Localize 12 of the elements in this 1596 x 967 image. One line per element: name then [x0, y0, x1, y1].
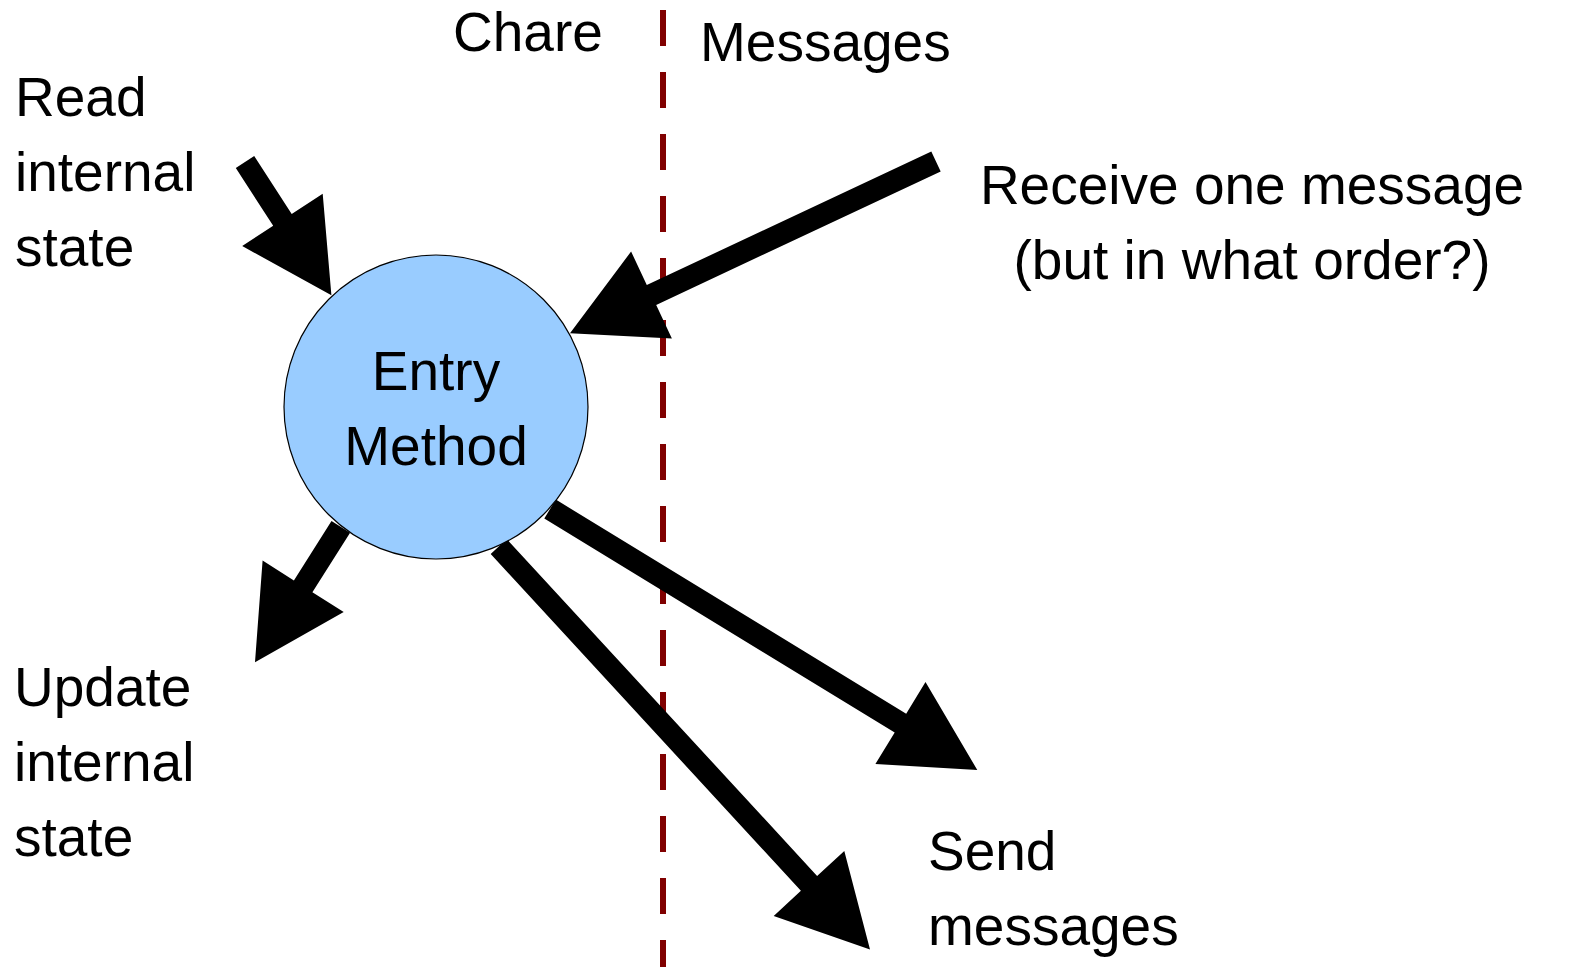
arrow — [570, 151, 941, 339]
arrow — [255, 520, 351, 663]
step-text: Update internal state — [14, 655, 196, 870]
arrow — [490, 539, 870, 950]
arrow — [544, 499, 978, 770]
region-label: Chare — [453, 2, 603, 62]
region-label: Messages — [700, 12, 951, 72]
arrow — [235, 156, 332, 296]
step-text: Read internal state — [15, 65, 197, 280]
step-text: Send messages — [928, 819, 1180, 959]
node-label: Entry Method — [343, 339, 529, 479]
step-text: Receive one message (but in what order?) — [978, 153, 1526, 293]
